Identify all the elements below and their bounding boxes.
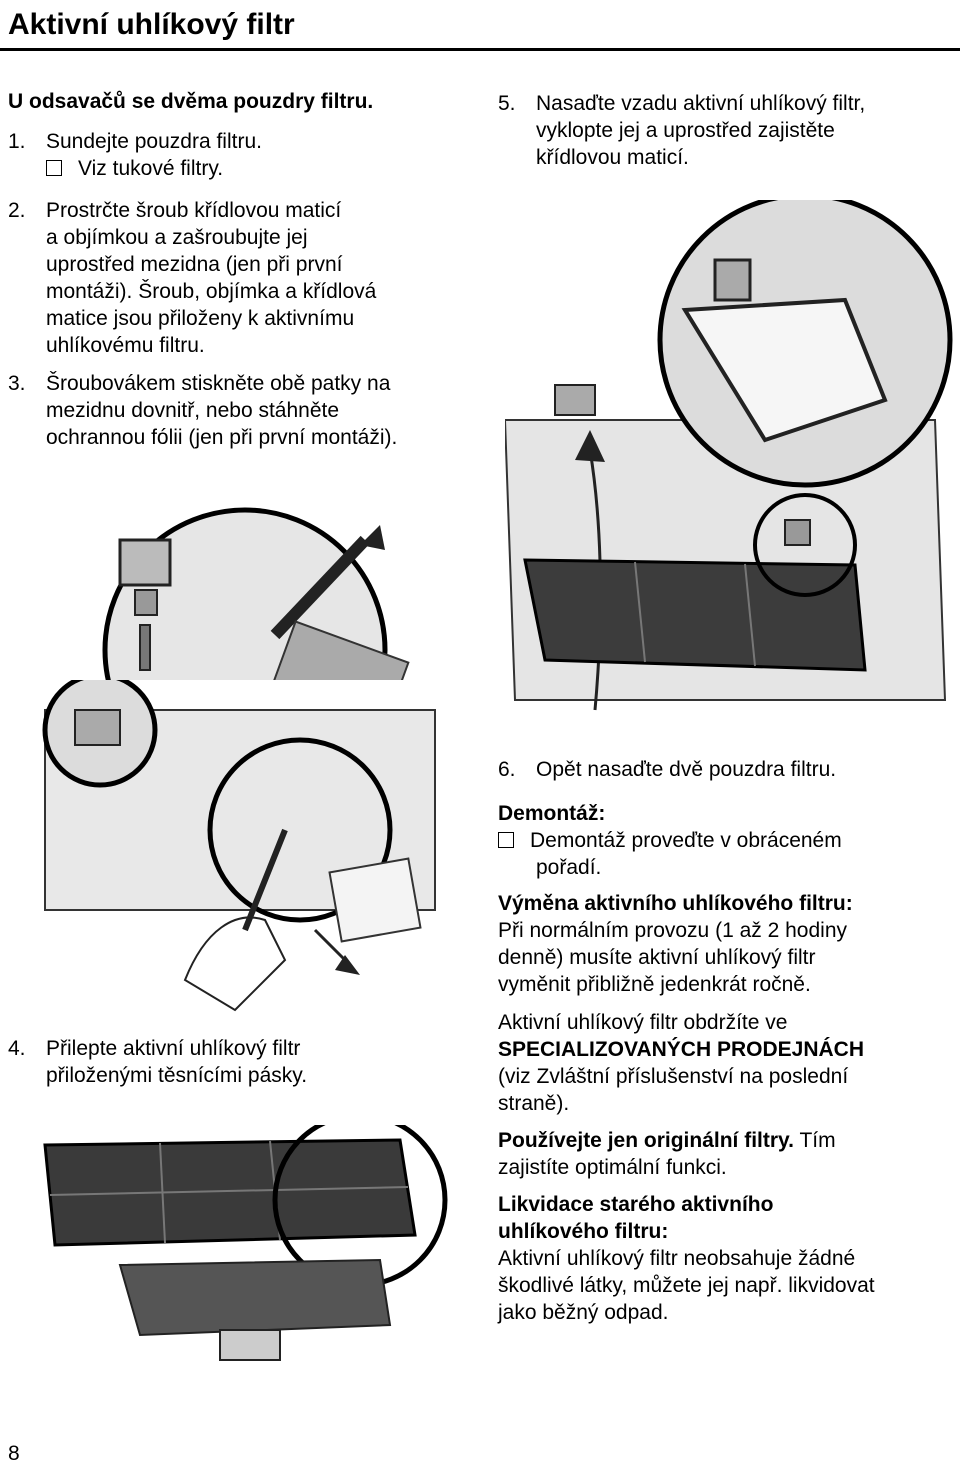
- step-1-num: 1.: [8, 130, 26, 153]
- obtain-line: straně).: [498, 1092, 570, 1115]
- vymena-line: vyměnit přibližně jedenkrát ročně.: [498, 973, 811, 996]
- vymena-heading: Výměna aktivního uhlíkového filtru:: [498, 892, 853, 915]
- step-5-line: vyklopte jej a uprostřed zajistěte: [536, 119, 835, 142]
- step-2-num: 2.: [8, 199, 26, 222]
- step-6-text: Opět nasaďte dvě pouzdra filtru.: [536, 758, 837, 781]
- step-1-text: Sundejte pouzdra filtru.: [46, 130, 262, 153]
- filter-install-illustration: [505, 200, 955, 730]
- vymena-line: denně) musíte aktivní uhlíkový filtr: [498, 946, 816, 969]
- step-2: 2. Prostrčte šroub křídlovou maticí a obj…: [8, 197, 376, 359]
- step-4: 4. Přilepte aktivní uhlíkový filtr přilož…: [8, 1035, 307, 1089]
- original-section: Používejte jen originální filtry. Tím za…: [498, 1127, 836, 1181]
- obtain-line: Aktivní uhlíkový filtr obdržíte ve: [498, 1011, 788, 1034]
- title-rule: [0, 48, 960, 51]
- disposal-line: Aktivní uhlíkový filtr neobsahuje žádné: [498, 1247, 856, 1270]
- demontaz-line: pořadí.: [536, 856, 602, 879]
- disposal-line: jako běžný odpad.: [498, 1301, 669, 1324]
- step-3-num: 3.: [8, 372, 26, 395]
- step-2-line: a objímkou a zašroubujte jej: [46, 226, 308, 249]
- checkbox-icon: [498, 832, 514, 848]
- vymena-line: Při normálním provozu (1 až 2 hodiny: [498, 919, 847, 942]
- step-3-line: mezidnu dovnitř, nebo stáhněte: [46, 399, 340, 422]
- step-1-check-text: Viz tukové filtry.: [78, 157, 224, 180]
- step-1: 1. Sundejte pouzdra filtru.: [8, 128, 262, 155]
- filter-cassette-illustration: [40, 1125, 460, 1375]
- step-2-line: montáži). Šroub, objímka a křídlová: [46, 280, 377, 303]
- step-5-num: 5.: [498, 92, 516, 115]
- disposal-heading: Likvidace starého aktivního: [498, 1193, 774, 1216]
- step-4-num: 4.: [8, 1037, 26, 1060]
- demontaz-section: Demontáž: Demontáž proveďte v obráceném …: [498, 800, 842, 881]
- original-rest: Tím: [794, 1129, 836, 1152]
- disposal-heading: uhlíkového filtru:: [498, 1220, 669, 1243]
- step-4-line: přiloženými těsnícími pásky.: [46, 1064, 308, 1087]
- original-line: zajistíte optimální funkci.: [498, 1156, 727, 1179]
- step-3-line: Šroubovákem stiskněte obě patky na: [46, 372, 391, 395]
- step-5-line: Nasaďte vzadu aktivní uhlíkový filtr,: [536, 92, 866, 115]
- step-2-line: uprostřed mezidna (jen při první: [46, 253, 343, 276]
- step-3-line: ochrannou fólii (jen při první montáži).: [46, 426, 398, 449]
- step-2-line: Prostrčte šroub křídlovou maticí: [46, 199, 342, 222]
- checkbox-icon: [46, 160, 62, 176]
- original-bold: Používejte jen originální filtry.: [498, 1129, 794, 1152]
- step-6-num: 6.: [498, 758, 516, 781]
- disposal-section: Likvidace starého aktivního uhlíkového f…: [498, 1191, 875, 1326]
- obtain-shops: SPECIALIZOVANÝCH PRODEJNÁCH: [498, 1038, 864, 1061]
- step-2-line: matice jsou přiloženy k aktivnímu: [46, 307, 355, 330]
- step-2-line: uhlíkovému filtru.: [46, 334, 205, 357]
- step-1-check: Viz tukové filtry.: [8, 155, 223, 182]
- obtain-line: (viz Zvláštní příslušenství na poslední: [498, 1065, 849, 1088]
- step-6: 6. Opět nasaďte dvě pouzdra filtru.: [498, 756, 836, 783]
- page-number: 8: [8, 1442, 20, 1465]
- demontaz-heading: Demontáž:: [498, 802, 606, 825]
- step-5: 5.Nasaďte vzadu aktivní uhlíkový filtr, …: [498, 90, 865, 171]
- vymena-section: Výměna aktivního uhlíkového filtru: Při …: [498, 890, 853, 998]
- intro-text: U odsavačů se dvěma pouzdry filtru.: [8, 90, 374, 113]
- obtain-section: Aktivní uhlíkový filtr obdržíte ve SPECI…: [498, 1009, 864, 1117]
- filter-tape-illustration: [35, 680, 485, 1020]
- demontaz-line: Demontáž proveďte v obráceném: [530, 829, 842, 852]
- step-3: 3. Šroubovákem stiskněte obě patky na mez…: [8, 370, 397, 451]
- step-5-line: křídlovou maticí.: [536, 146, 689, 169]
- step-4-line: Přilepte aktivní uhlíkový filtr: [46, 1037, 301, 1060]
- disposal-line: škodlivé látky, můžete jej např. likvido…: [498, 1274, 875, 1297]
- page-title: Aktivní uhlíkový filtr: [8, 8, 295, 41]
